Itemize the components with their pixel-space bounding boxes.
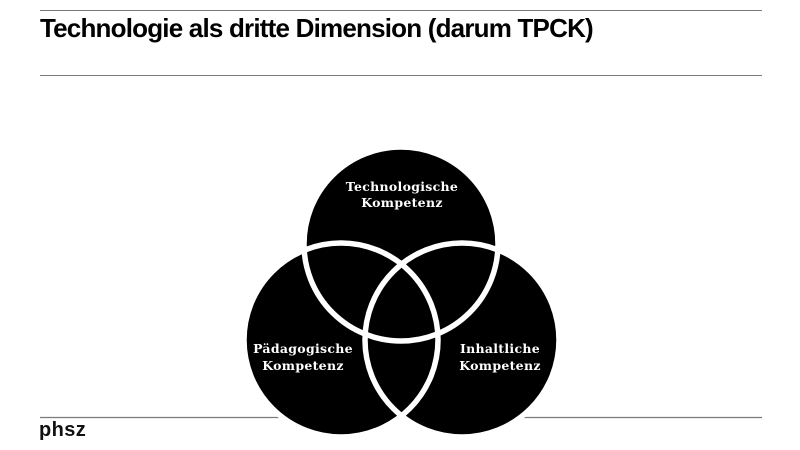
top-rule <box>40 10 762 11</box>
venn-outline-technology <box>301 144 501 344</box>
label-pedagogy-line2: Kompetenz <box>262 358 343 373</box>
label-technology-line1: Technologische <box>346 179 458 194</box>
label-technology-line2: Kompetenz <box>361 195 442 210</box>
venn-outline-content <box>362 240 562 440</box>
label-pedagogy-line1: Pädagogische <box>253 341 353 356</box>
venn-labels: Technologische Kompetenz Pädagogische Ko… <box>253 179 540 373</box>
venn-circle-fills <box>244 147 559 437</box>
phsz-logo: phsz <box>39 419 87 441</box>
title-underline-rule <box>40 75 762 76</box>
venn-circle-content <box>365 243 559 437</box>
label-content-line2: Kompetenz <box>459 358 540 373</box>
venn-outline-pedagogy <box>241 240 441 440</box>
page-title: Technologie als dritte Dimension (darum … <box>40 13 594 43</box>
label-content-line1: Inhaltliche <box>460 341 540 356</box>
venn-circle-outlines <box>241 144 562 440</box>
